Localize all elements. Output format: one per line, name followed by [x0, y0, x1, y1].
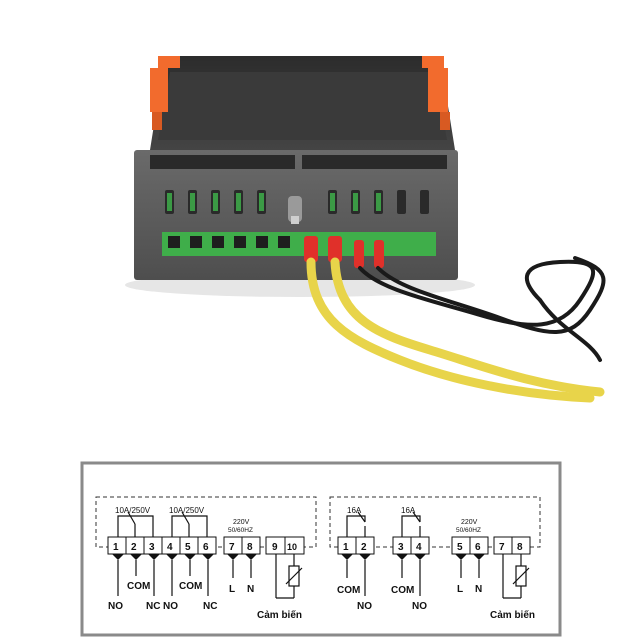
right-power-rating-voltage: 220V	[461, 519, 478, 526]
right-terminal-2: 2	[361, 542, 367, 553]
right-label-no-2: NO	[412, 601, 427, 612]
left-terminal-10: 10	[287, 542, 297, 552]
right-terminal-7: 7	[499, 542, 505, 553]
right-label-sensor: Cảm biến	[490, 609, 535, 621]
left-label-com-1: COM	[127, 581, 150, 592]
left-label-no-2: NO	[163, 601, 178, 612]
left-power-rating-frequency: 50/60HZ	[228, 527, 253, 534]
right-terminal-3: 3	[398, 542, 404, 553]
wire-ferrules	[304, 236, 384, 268]
left-terminal-9: 9	[272, 542, 278, 553]
left-label-l: L	[229, 584, 235, 595]
mounting-clip-left	[150, 56, 180, 130]
left-terminal-7: 7	[229, 542, 235, 553]
right-terminal-arrows	[341, 554, 485, 560]
left-label-nc-1: NC	[146, 601, 160, 612]
left-terminal-6: 6	[203, 542, 209, 553]
right-terminal-strip-5-6	[451, 536, 489, 555]
right-terminal-4: 4	[416, 542, 422, 553]
right-label-n: N	[475, 584, 482, 595]
right-label-l: L	[457, 584, 463, 595]
left-terminal-2: 2	[131, 542, 137, 553]
right-label-com-1: COM	[337, 585, 360, 596]
right-label-no-1: NO	[357, 601, 372, 612]
black-cable	[358, 256, 606, 362]
right-terminal-strip-3-4	[392, 536, 430, 555]
left-power-rating-voltage: 220V	[233, 519, 250, 526]
right-terminal-5: 5	[457, 542, 463, 553]
right-terminal-strip-7-8	[493, 536, 531, 555]
right-terminal-1: 1	[343, 542, 349, 553]
right-power-rating-frequency: 50/60HZ	[456, 527, 481, 534]
left-terminal-5: 5	[185, 542, 191, 553]
right-label-com-2: COM	[391, 585, 414, 596]
left-terminal-strip-7-8	[223, 536, 261, 555]
mounting-clip-right	[422, 56, 450, 130]
left-terminal-strip-9-10	[265, 536, 305, 555]
right-unit-outline	[329, 496, 541, 548]
controller-photo	[125, 56, 606, 403]
left-label-nc-2: NC	[203, 601, 217, 612]
left-terminal-1: 1	[113, 542, 119, 553]
left-terminal-strip-1-6	[107, 536, 217, 555]
left-relay-1-rating: 10A/250V	[115, 506, 151, 515]
housing-top	[150, 56, 455, 150]
yellow-wires	[306, 257, 605, 403]
terminal-block	[162, 232, 436, 256]
left-terminal-arrows	[112, 554, 257, 560]
right-terminal-6: 6	[475, 542, 481, 553]
right-terminal-8: 8	[517, 542, 523, 553]
left-label-sensor: Cảm biến	[257, 609, 302, 621]
right-terminal-strip-1-2	[337, 536, 375, 555]
left-terminal-4: 4	[167, 542, 173, 553]
right-relay-1-rating: 16A	[347, 506, 362, 515]
left-relay-2-rating: 10A/250V	[169, 506, 205, 515]
left-terminal-3: 3	[149, 542, 155, 553]
right-sensor-symbol	[512, 565, 530, 587]
left-lead-lines	[117, 554, 295, 599]
left-terminal-8: 8	[247, 542, 253, 553]
left-sensor-symbol	[285, 565, 303, 587]
left-label-com-2: COM	[179, 581, 202, 592]
left-label-no-1: NO	[108, 601, 123, 612]
right-lead-lines	[346, 554, 522, 599]
right-relay-2-rating: 16A	[401, 506, 416, 515]
left-label-n: N	[247, 584, 254, 595]
